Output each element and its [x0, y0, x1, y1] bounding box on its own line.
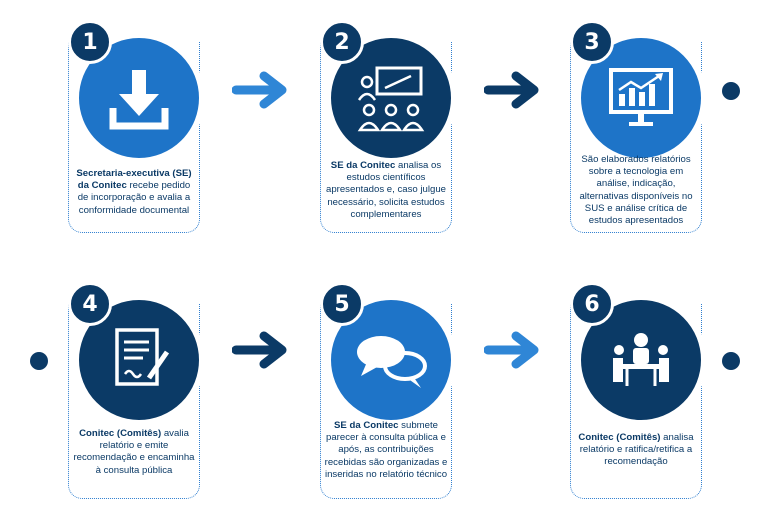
step-4: 4 Conitec (Comitês) avalia relatório e e…	[68, 282, 205, 499]
step-6: 6 Conitec (Comitês) analisa relatório e …	[570, 282, 707, 499]
connector-dot	[722, 82, 740, 100]
connector-dot	[722, 352, 740, 370]
presentation-board-icon	[357, 66, 425, 132]
step-text: avalia relatório e emite recomendação e …	[73, 428, 195, 476]
step-circle	[325, 32, 457, 164]
arrow-right-icon	[232, 71, 287, 109]
step-actor: Conitec (Comitês)	[79, 428, 162, 439]
step-1: 1 Secretaria-executiva (SE) da Conitec r…	[68, 20, 205, 233]
step-number-badge: 2	[320, 20, 364, 64]
arrow-right-icon	[484, 331, 539, 369]
chat-bubbles-icon	[357, 336, 427, 388]
step-circle	[325, 294, 457, 426]
step-actor: SE da Conitec	[334, 420, 399, 431]
step-text: submete parecer à consulta pública e apó…	[324, 420, 448, 480]
chart-monitor-icon	[609, 68, 673, 126]
step-text: analisa os estudos científicos apresenta…	[325, 160, 446, 220]
step-text: recebe pedido de incorporação e avalia a…	[77, 180, 191, 216]
step-3: 3 São elaborados relatórios sobre a tecn…	[570, 20, 707, 233]
arrow-right-icon	[484, 71, 539, 109]
step-number-badge: 5	[320, 282, 364, 326]
step-actor: Conitec (Comitês)	[578, 432, 661, 443]
step-description: SE da Conitec submete parecer à consulta…	[324, 420, 448, 481]
step-actor: Secretaria-executiva (SE) da Conitec	[76, 168, 192, 192]
download-icon	[109, 70, 169, 130]
step-2: 2 SE da Conitec analisa os estudos cient…	[320, 20, 457, 233]
step-description: Secretaria-executiva (SE) da Conitec rec…	[72, 168, 196, 217]
step-number-badge: 3	[570, 20, 614, 64]
step-text: São elaborados relatórios sobre a tecnol…	[579, 154, 693, 227]
arrow-right-icon	[232, 331, 287, 369]
step-number-badge: 4	[68, 282, 112, 326]
step-number-badge: 1	[68, 20, 112, 64]
step-description: Conitec (Comitês) avalia relatório e emi…	[72, 428, 196, 477]
step-description: Conitec (Comitês) analisa relatório e ra…	[574, 432, 698, 469]
meeting-table-icon	[613, 333, 669, 386]
step-actor: SE da Conitec	[330, 160, 396, 171]
connector-dot	[30, 352, 48, 370]
step-5: 5 SE da Conitec submete parecer à consul…	[320, 282, 457, 499]
step-description: SE da Conitec analisa os estudos científ…	[324, 160, 448, 221]
step-text: analisa relatório e ratifica/retifica a …	[579, 432, 694, 468]
document-sign-icon	[115, 328, 170, 386]
step-description: São elaborados relatórios sobre a tecnol…	[574, 154, 698, 227]
step-number-badge: 6	[570, 282, 614, 326]
